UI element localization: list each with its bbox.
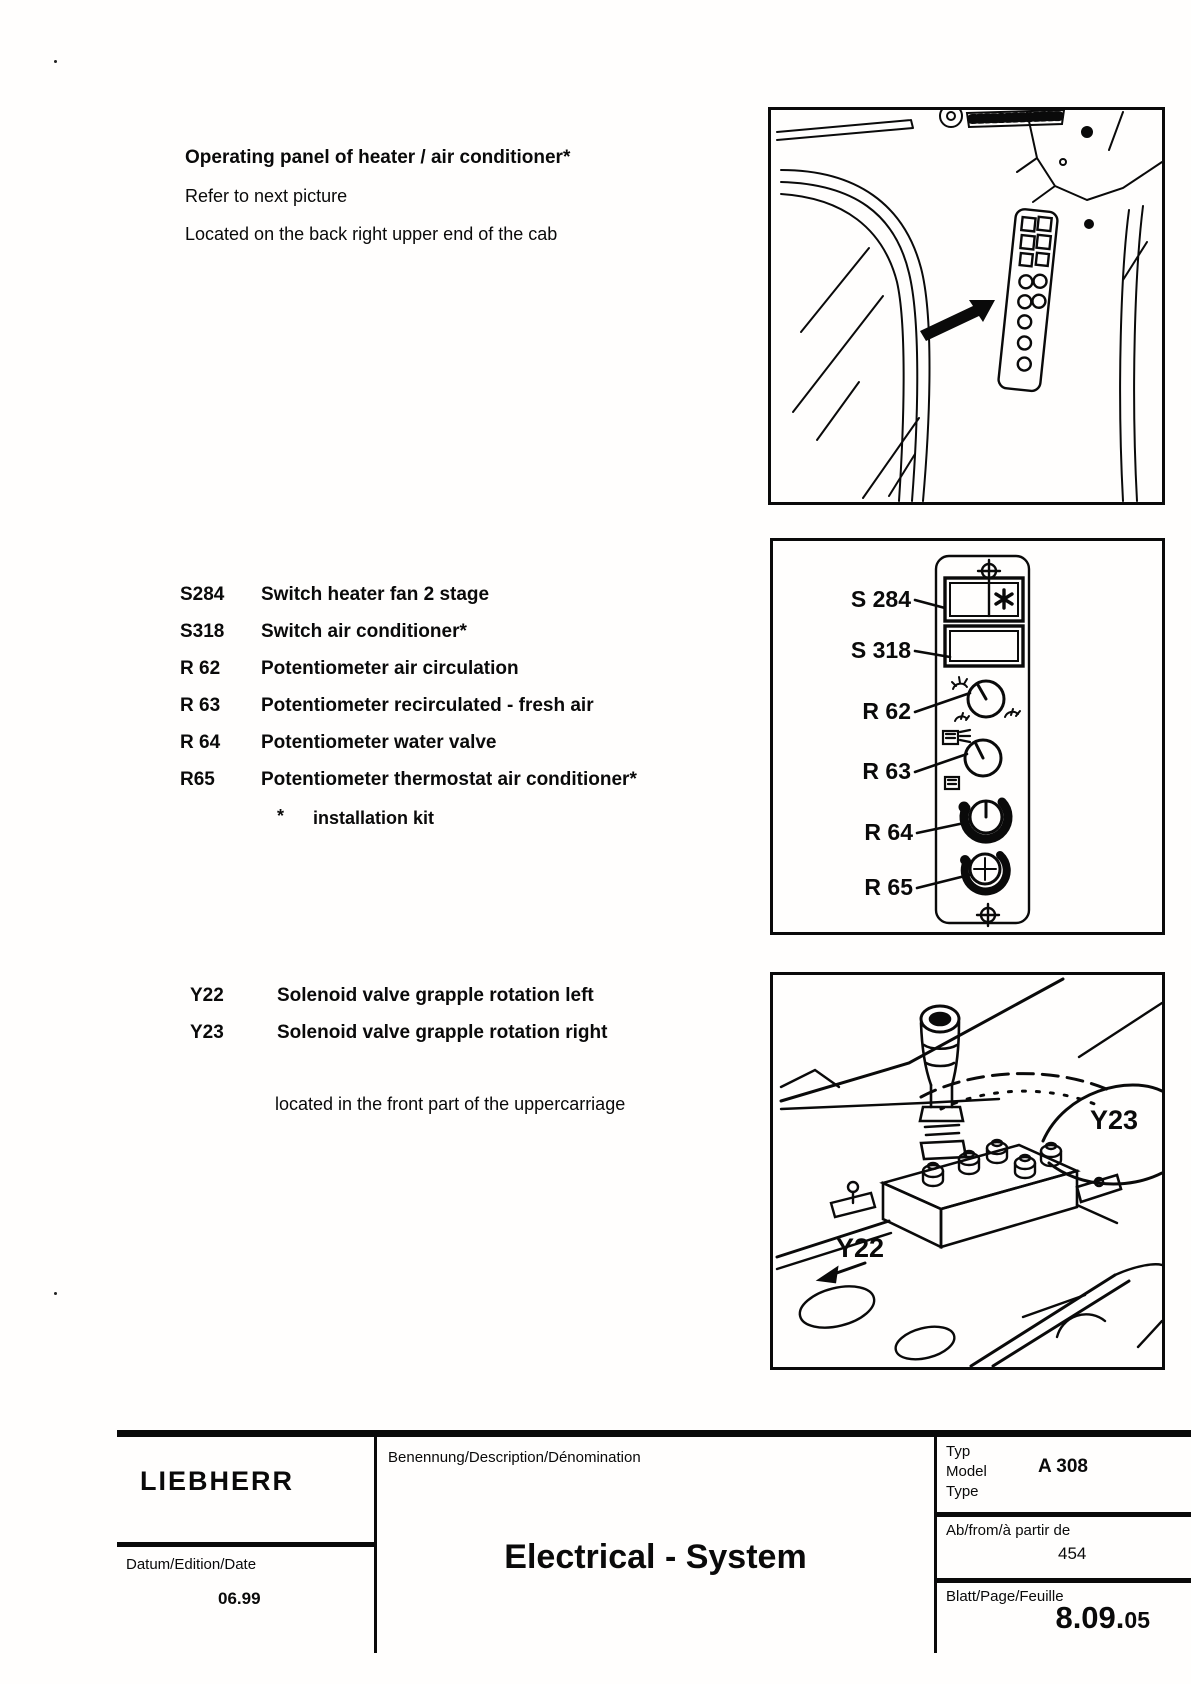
r65-knob-graphic [960,851,1011,896]
figure-operating-panel: S 284 S 318 R 62 R 63 R 64 R 65 [770,538,1165,935]
a-pillar-line [780,169,931,502]
label-s284: S 284 [851,586,911,612]
footer-divider-left [117,1542,374,1547]
ab-label: Ab/from/à partir de [946,1522,1071,1539]
footer-divider-vertical [374,1437,377,1653]
cab-drawing [776,110,1162,502]
label-r64: R 64 [864,819,913,845]
legend-desc: Potentiometer air circulation [261,658,519,679]
label-r65: R 65 [864,874,913,900]
scan-speck [54,60,57,63]
figure-solenoid-valves: Y23 Y22 [770,972,1165,1370]
label-r62: R 62 [862,698,911,724]
typ-label: Typ Model Type [946,1442,1026,1502]
panel-diagram-labels: S 284 S 318 R 62 R 63 R 64 R 65 [851,586,913,900]
legend-desc: Potentiometer water valve [261,732,497,753]
panel-outline [934,554,1031,925]
datum-label: Datum/Edition/Date [126,1556,257,1573]
footer-top-border [117,1430,1191,1437]
legend-desc: Switch air conditioner* [261,621,467,642]
legend-id: S284 [180,584,225,605]
typ-label-de: Typ [946,1443,971,1460]
pointer-arrow [920,300,995,341]
legend-desc: Solenoid valve grapple rotation right [277,1022,608,1043]
footer-divider-right2 [937,1578,1191,1583]
liebherr-logo: LIEBHERR [140,1466,295,1496]
legend-desc: Switch heater fan 2 stage [261,584,490,605]
footnote-star: * [277,806,285,826]
r64-knob-graphic [958,797,1013,844]
valve-block-graphic [879,1138,1123,1250]
legend-desc: Solenoid valve grapple rotation left [277,985,594,1006]
legend-id: R65 [180,769,215,790]
page-number: 8.09.05 [935,1600,1150,1636]
typ-label-fr: Type [946,1483,979,1500]
fan-icon [994,588,1014,610]
legend-desc: Potentiometer recirculated - fresh air [261,695,594,716]
panel-in-cab [997,208,1059,393]
footnote-text: installation kit [313,808,435,828]
blatt-label: Blatt/Page/Feuille [946,1588,1064,1605]
figure-cab-location [768,107,1165,505]
legend-id: R 64 [180,732,221,753]
r62-knob-graphic [951,676,1021,722]
s318-switch-graphic [943,624,1025,668]
recirculation-icons [941,728,972,791]
intro-line3: Located on the back right upper end of t… [185,224,558,244]
scan-speck [54,1292,57,1295]
footer-divider-vertical [934,1437,937,1653]
r63-knob-graphic [941,728,1003,791]
model-value: A 308 [1038,1456,1088,1477]
label-s318: S 318 [851,637,911,663]
legend-id: S318 [180,621,225,642]
leader-lines [913,598,972,890]
air-circulation-icons [951,676,1021,722]
legend-id: Y23 [190,1022,224,1043]
ab-value: 454 [1058,1544,1087,1563]
document-title: Electrical - System [504,1538,807,1576]
label-r63: R 63 [862,758,911,784]
legend-id: R 62 [180,658,221,679]
footer-divider-right1 [937,1512,1191,1517]
panel-diagram: S 284 S 318 R 62 R 63 R 64 R 65 [851,554,1031,928]
location-note: located in the front part of the upperca… [275,1094,626,1114]
page-number-sub: 05 [1124,1607,1150,1633]
valve-block-drawing: Y23 Y22 [775,977,1162,1367]
tall-valve-graphic [918,1004,968,1161]
intro-line2: Refer to next picture [185,186,348,206]
screw-bottom-icon [975,902,1001,928]
legend-desc: Potentiometer thermostat air conditioner… [261,769,637,790]
datum-value: 06.99 [218,1589,261,1608]
benennung-label: Benennung/Description/Dénomination [388,1449,641,1466]
legend-id: Y22 [190,985,224,1006]
page-number-main: 8.09. [1055,1600,1125,1635]
intro-title: Operating panel of heater / air conditio… [185,147,571,168]
label-y22: Y22 [836,1233,884,1263]
legend-id: R 63 [180,695,221,716]
s284-switch-graphic [943,576,1025,623]
label-y23: Y23 [1090,1105,1138,1135]
window-glare-lines [792,247,920,499]
typ-label-en: Model [946,1463,987,1480]
